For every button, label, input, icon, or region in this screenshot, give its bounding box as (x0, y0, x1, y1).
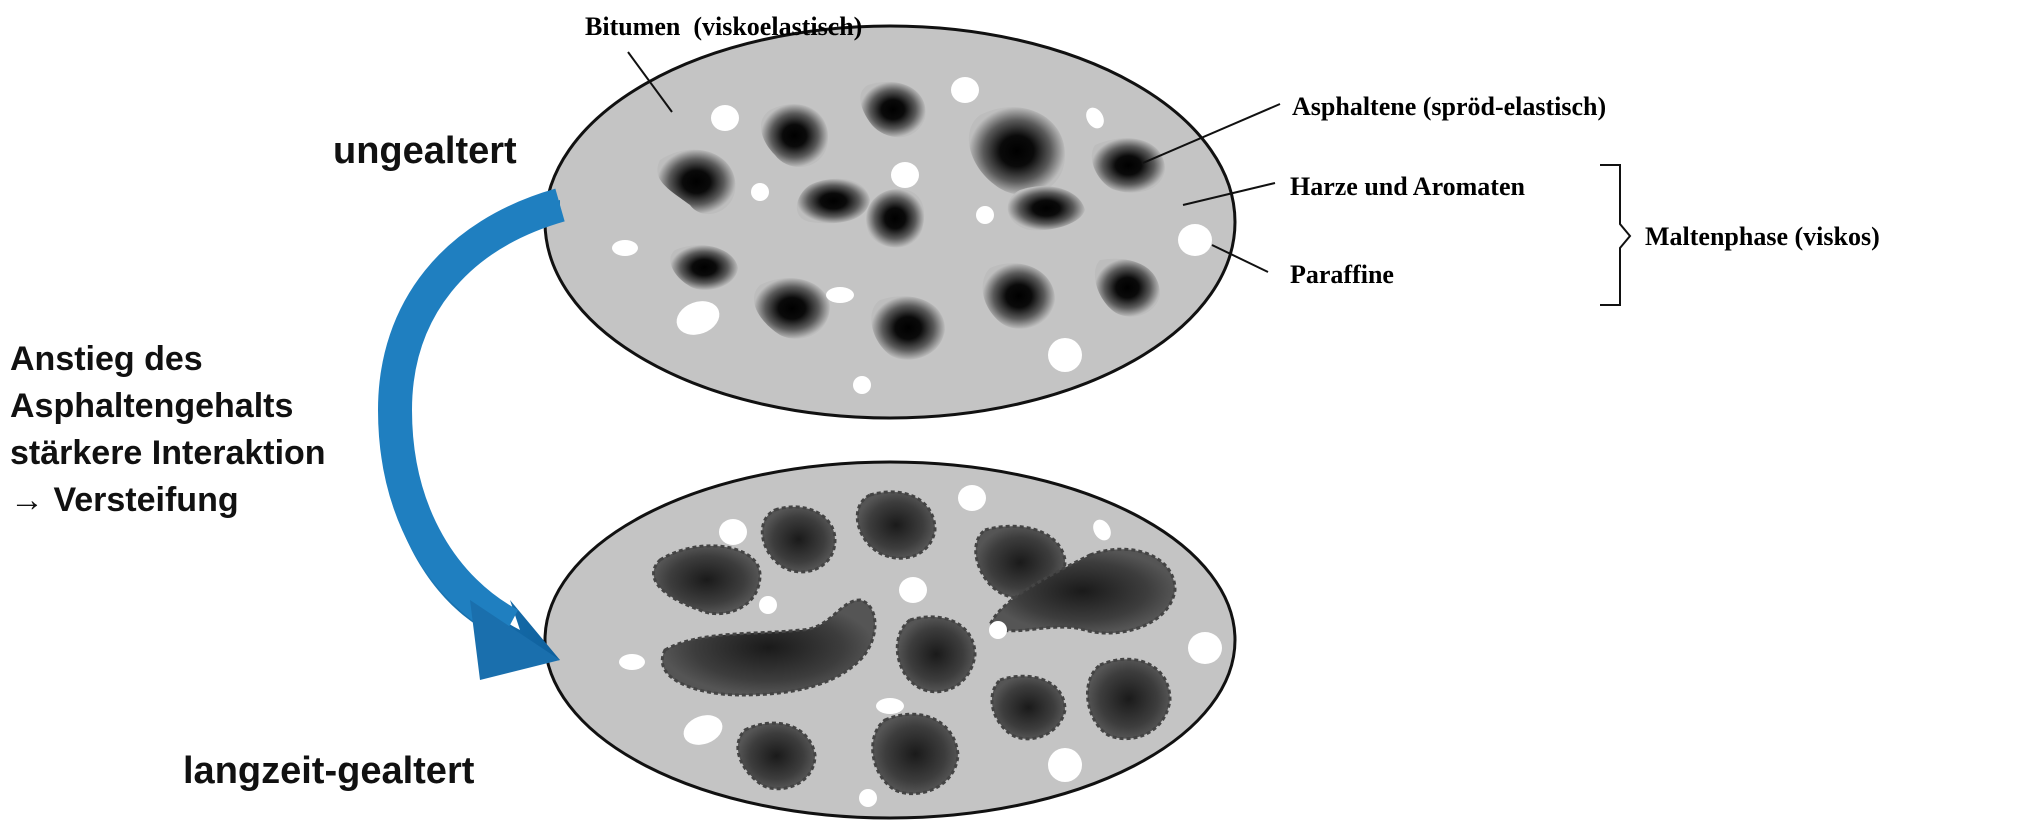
annotation-text: Anstieg des Asphaltengehalts stärkere In… (10, 340, 326, 519)
paraffin-droplet (759, 596, 777, 614)
paraffin-droplet (1178, 224, 1212, 256)
paraffin-droplet (899, 577, 927, 603)
paraffin-droplet (853, 376, 871, 394)
maltenphase-bracket (1600, 165, 1630, 305)
heading-aged: langzeit-gealtert (183, 750, 475, 792)
label-harze: Harze und Aromaten (1290, 172, 1525, 201)
paraffin-droplet (891, 162, 919, 188)
paraffin-droplet (751, 183, 769, 201)
annotation-line-4: → Versteifung (10, 481, 239, 519)
annotation-line-3: stärkere Interaktion (10, 434, 326, 472)
paraffin-droplet (989, 621, 1007, 639)
aged-bitumen-ellipse (545, 462, 1235, 818)
paraffin-droplet (719, 519, 747, 545)
label-asphaltene: Asphaltene (spröd-elastisch) (1292, 92, 1606, 121)
label-maltenphase: Maltenphase (viskos) (1645, 222, 1880, 251)
paraffin-droplet (876, 698, 904, 714)
unaged-bitumen-ellipse (545, 26, 1235, 418)
paraffin-droplet (859, 789, 877, 807)
paraffin-droplet (976, 206, 994, 224)
label-bitumen: Bitumen (viskoelastisch) (585, 12, 862, 41)
paraffin-droplet (612, 240, 638, 256)
paraffin-droplet (951, 77, 979, 103)
annotation-line-2: Asphaltengehalts (10, 387, 293, 425)
paraffin-droplet (1048, 338, 1082, 372)
paraffin-droplet (958, 485, 986, 511)
arrow-body (395, 205, 560, 625)
paraffin-droplet (1188, 632, 1222, 664)
label-paraffine: Paraffine (1290, 260, 1394, 289)
paraffin-droplet (711, 105, 739, 131)
paraffin-droplet (619, 654, 645, 670)
annotation-line-1: Anstieg des (10, 340, 203, 378)
paraffin-droplet (1048, 748, 1082, 782)
heading-unaged: ungealtert (333, 130, 517, 172)
paraffin-droplet (826, 287, 854, 303)
